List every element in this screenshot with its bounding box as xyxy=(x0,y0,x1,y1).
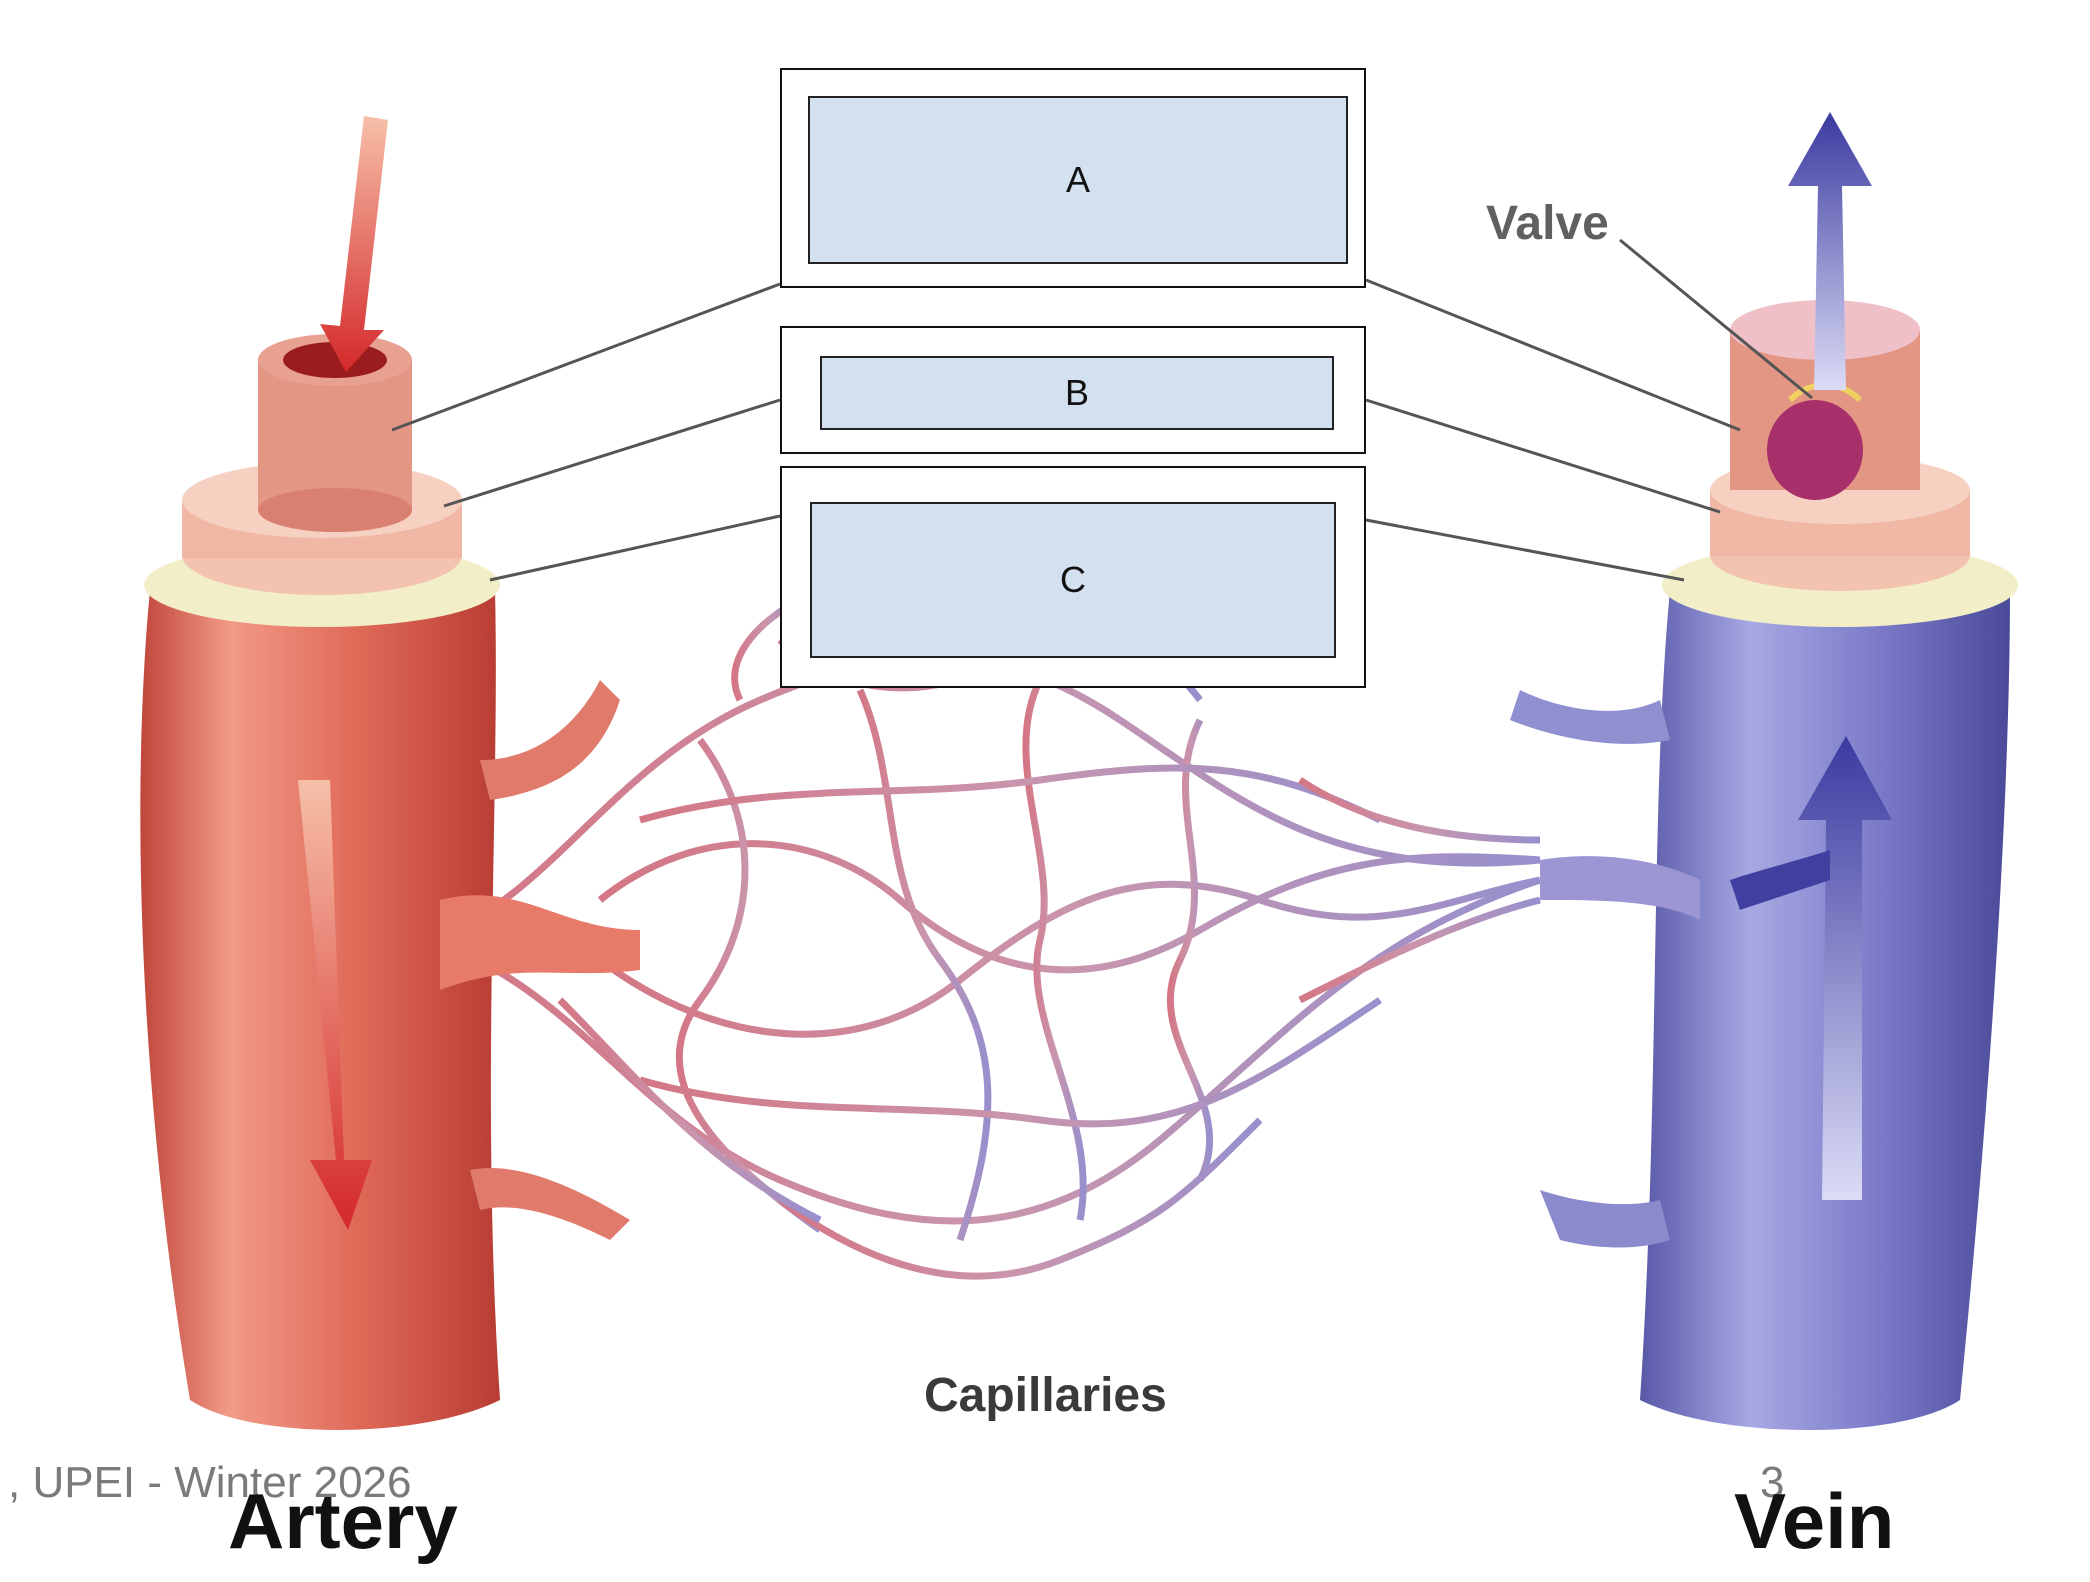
footer-text: , UPEI - Winter 2026 xyxy=(8,1458,412,1507)
label-b[interactable]: B xyxy=(820,356,1334,430)
label-box-a: A xyxy=(780,68,1366,288)
label-box-c: C xyxy=(780,466,1366,688)
vein-vessel xyxy=(1510,112,2018,1430)
valve-label: Valve xyxy=(1486,197,1609,250)
label-box-b: B xyxy=(780,326,1366,454)
capillaries-label: Capillaries xyxy=(924,1369,1167,1422)
label-c[interactable]: C xyxy=(810,502,1336,658)
leader-lines xyxy=(391,238,1813,582)
vein-label: Vein xyxy=(1734,1477,1895,1565)
label-a[interactable]: A xyxy=(808,96,1348,264)
page-number: 3 xyxy=(1760,1458,1785,1507)
artery-label: Artery xyxy=(228,1477,458,1565)
artery-vessel xyxy=(140,116,640,1430)
